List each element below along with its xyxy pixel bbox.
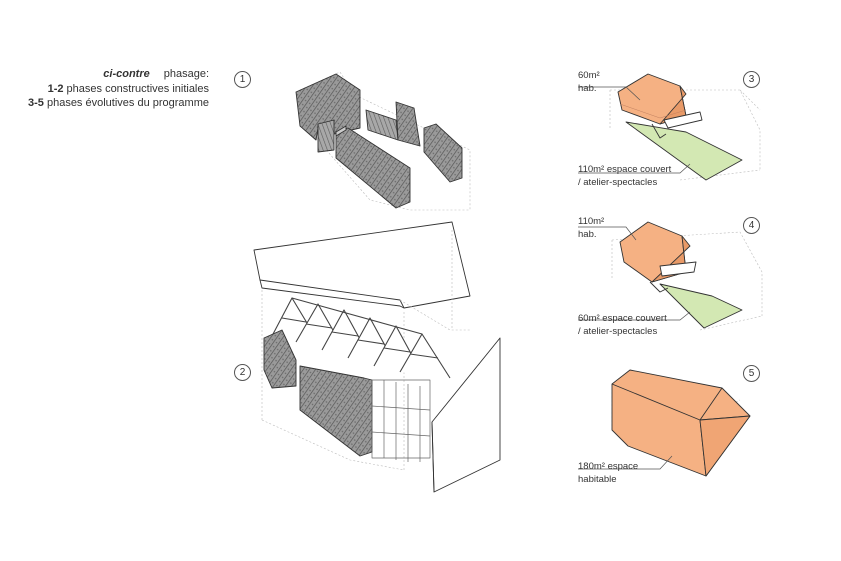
phase-4-covered-area: 60m² espace couvert <box>578 313 667 324</box>
phase-4-top-label: 110m² hab. <box>578 215 604 241</box>
phase-3-volume <box>609 73 761 181</box>
phase-5-volume <box>611 369 751 477</box>
gable-panel <box>431 337 501 493</box>
caption-line2-rest: phases constructives initiales <box>63 82 209 95</box>
phase-number-3: 3 <box>743 71 760 88</box>
label-leaders <box>578 86 691 470</box>
phase-5-bottom-label: 180m² espace habitable <box>578 460 638 486</box>
phase-3-bottom-label: 110m² espace couvert / atelier-spectacle… <box>578 163 671 189</box>
phase-4-area: 110m² <box>578 216 605 227</box>
phase-1-ruin-walls <box>295 71 471 211</box>
phase-3-top-label: 60m² hab. <box>578 69 600 95</box>
phase-number-1: 1 <box>234 71 251 88</box>
phase-number-5: 5 <box>743 365 760 382</box>
covered-space-area <box>659 283 743 329</box>
phase-2-structure <box>253 221 501 493</box>
phase-4-volume <box>611 221 763 331</box>
phase-number-4: 4 <box>743 217 760 234</box>
phase-5-use: habitable <box>578 474 617 485</box>
phase-4-covered-use: / atelier-spectacles <box>578 326 658 337</box>
roof-panel <box>253 221 471 309</box>
caption-title: ci-contre phasage: <box>28 67 209 82</box>
phase-3-area: 60m² <box>578 70 600 81</box>
caption-title-italic: ci-contre <box>103 68 150 80</box>
phase-3-covered-area: 110m² espace couvert <box>578 164 672 175</box>
phase-3-covered-use: / atelier-spectacles <box>578 177 658 188</box>
caption-line-evolutive: 3-5 phases évolutives du programme <box>28 96 209 111</box>
phase-5-area: 180m² espace <box>578 461 639 472</box>
covered-space-area <box>625 121 743 181</box>
phase-4-use: hab. <box>578 229 597 240</box>
phasing-caption: ci-contre phasage: 1-2 phases constructiv… <box>28 67 209 111</box>
phase-3-use: hab. <box>578 83 597 94</box>
roof-trusses <box>271 297 451 379</box>
caption-line2-bold: 1-2 <box>47 82 64 95</box>
phase-4-bottom-label: 60m² espace couvert / atelier-spectacles <box>578 312 667 338</box>
phase-number-2: 2 <box>234 364 251 381</box>
caption-title-rest: phasage: <box>163 68 209 80</box>
caption-line3-rest: phases évolutives du programme <box>43 97 209 109</box>
caption-line3-bold: 3-5 <box>28 97 44 109</box>
caption-line-constructive: 1-2 phases constructives initiales <box>28 82 209 97</box>
